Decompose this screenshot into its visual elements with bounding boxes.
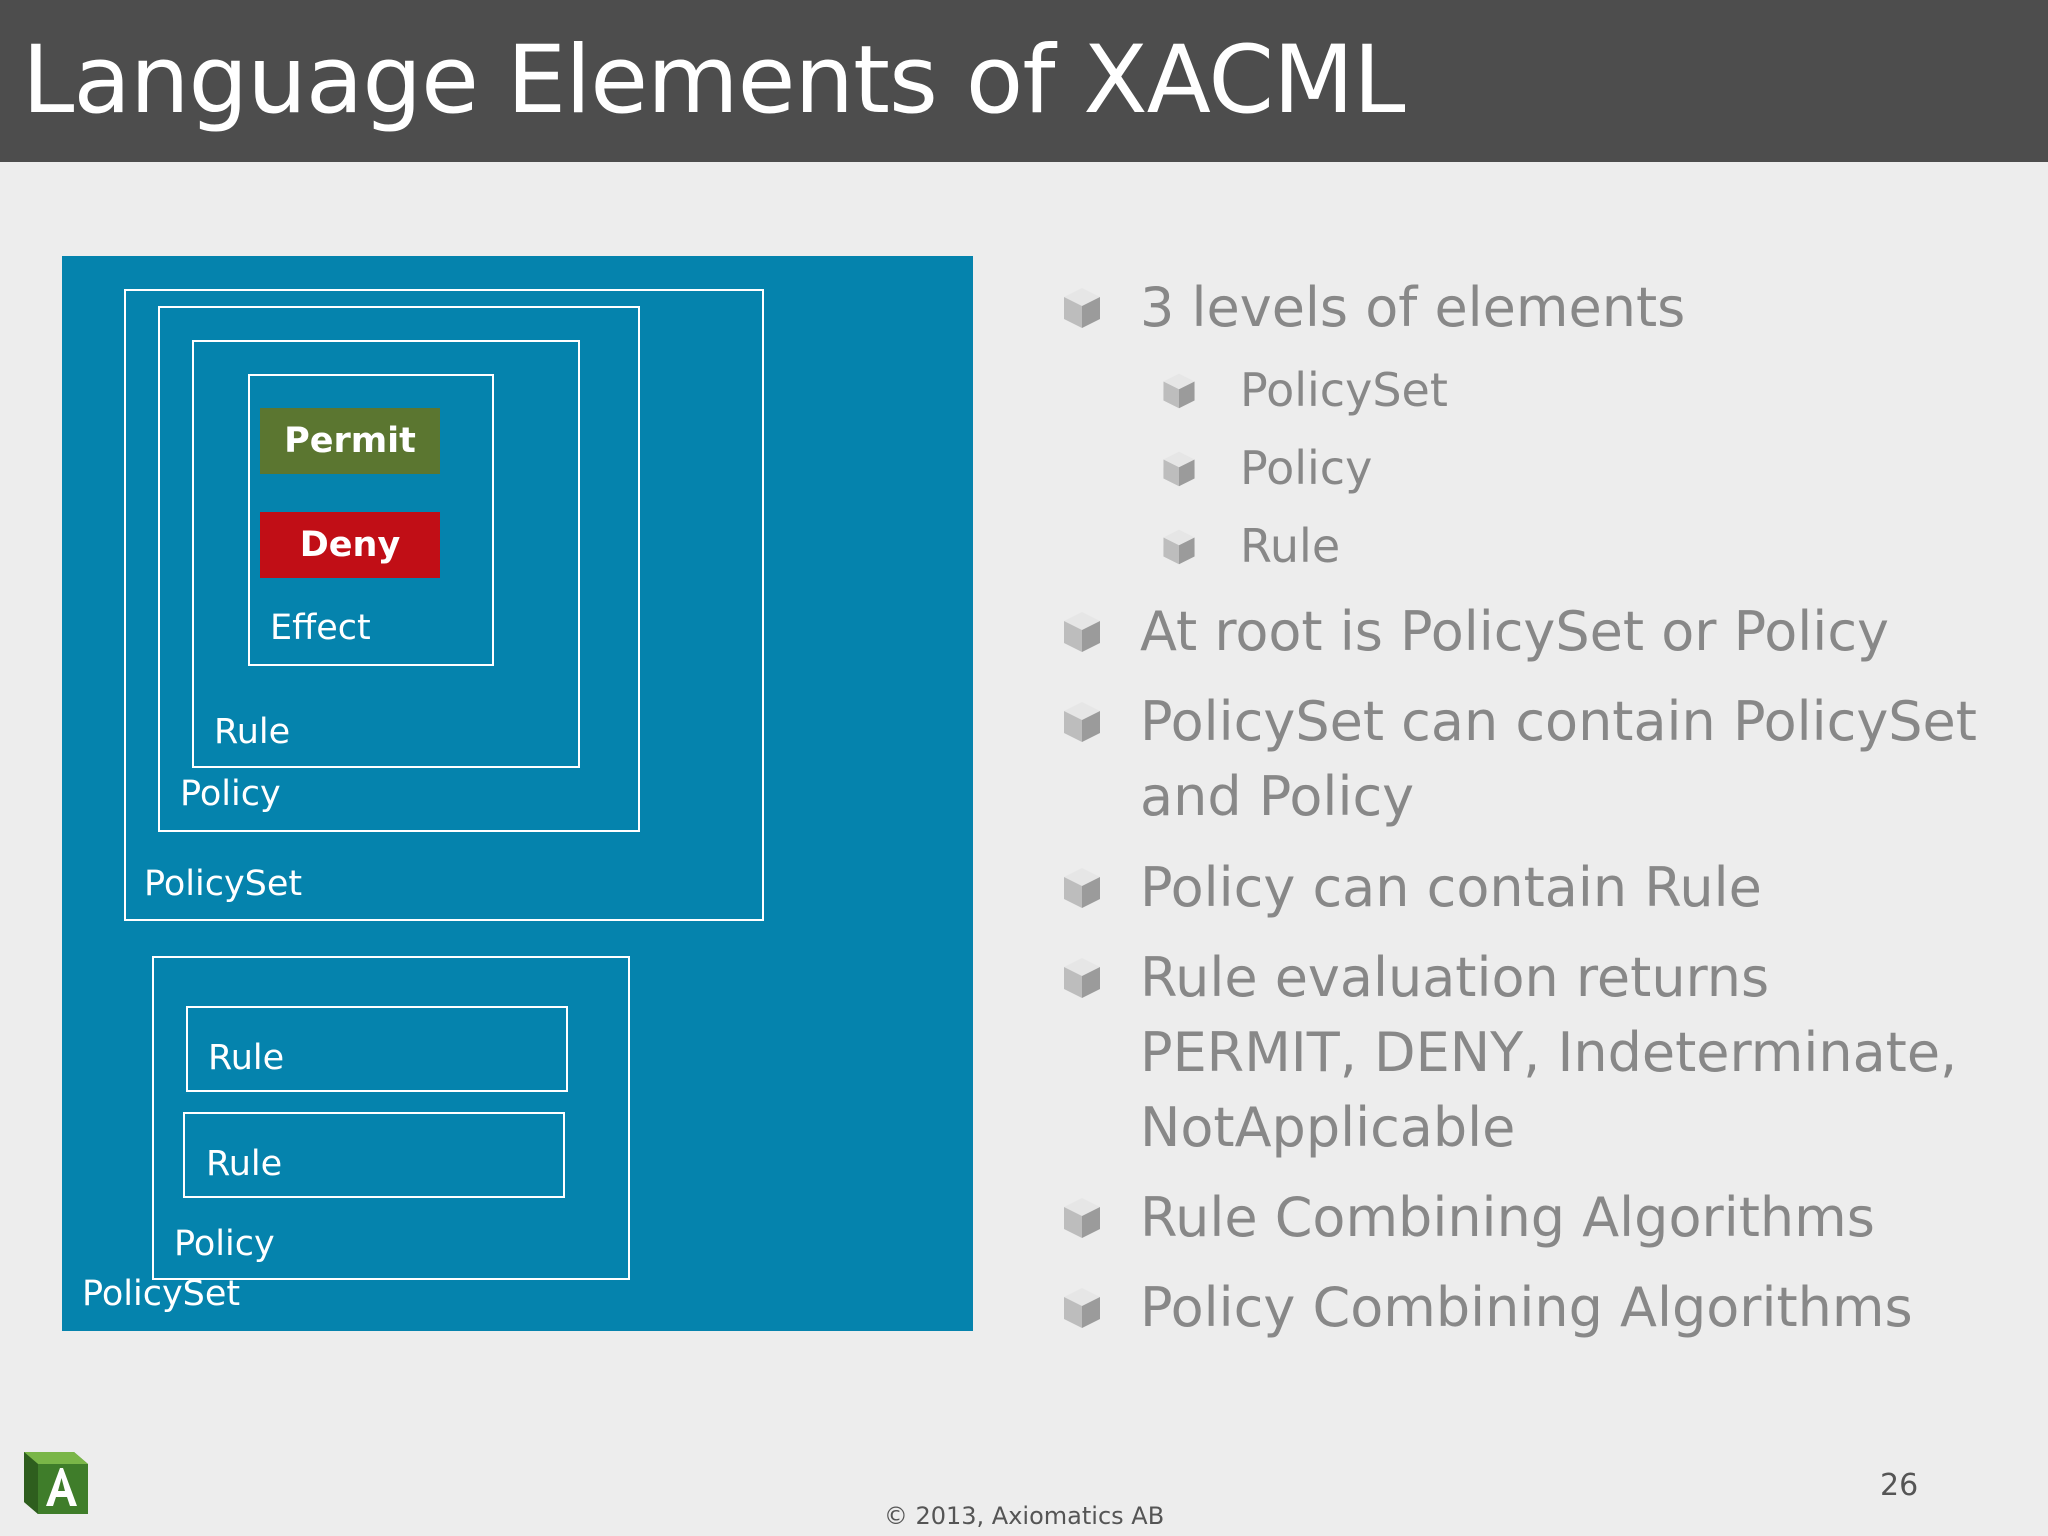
- rule-label-b: Rule: [206, 1144, 283, 1184]
- effect-box: [248, 374, 494, 666]
- xacml-diagram: Permit Deny Effect Rule Policy PolicySet…: [62, 256, 973, 1331]
- rule-label-a: Rule: [208, 1038, 285, 1078]
- policy-label-inner: Policy: [180, 774, 281, 814]
- cube-bullet-icon: [1064, 1198, 1100, 1238]
- policy-label-lower: Policy: [174, 1224, 275, 1264]
- cube-bullet-icon: [1163, 451, 1195, 487]
- rule-box-b: [183, 1112, 565, 1198]
- rule-box-a: [186, 1006, 568, 1092]
- page-number: 26: [1880, 1468, 1919, 1503]
- effect-label: Effect: [270, 608, 371, 648]
- permit-effect: Permit: [260, 408, 440, 474]
- cube-bullet-icon: [1064, 1288, 1100, 1328]
- deny-effect: Deny: [260, 512, 440, 578]
- policyset-label-inner: PolicySet: [144, 864, 303, 904]
- policyset-box-inner: [124, 289, 764, 921]
- rule-box-inner: [192, 340, 580, 768]
- cube-bullet-icon: [1064, 868, 1100, 908]
- policyset-label-outer: PolicySet: [82, 1274, 241, 1314]
- cube-bullet-icon: [1064, 958, 1100, 998]
- cube-bullet-icon: [1163, 529, 1195, 565]
- cube-bullet-icon: [1064, 702, 1100, 742]
- cube-bullet-icon: [1064, 612, 1100, 652]
- axiomatics-logo-icon: [24, 1452, 88, 1514]
- copyright-text: © 2013, Axiomatics AB: [883, 1502, 1165, 1530]
- cube-bullet-icon: [1163, 373, 1195, 409]
- rule-label-inner: Rule: [214, 712, 291, 752]
- policy-box-lower: [152, 956, 630, 1280]
- slide-title: Language Elements of XACML: [22, 26, 1405, 135]
- policy-box-inner: [158, 306, 640, 832]
- title-bar: Language Elements of XACML: [0, 0, 2048, 162]
- cube-bullet-icon: [1064, 288, 1100, 328]
